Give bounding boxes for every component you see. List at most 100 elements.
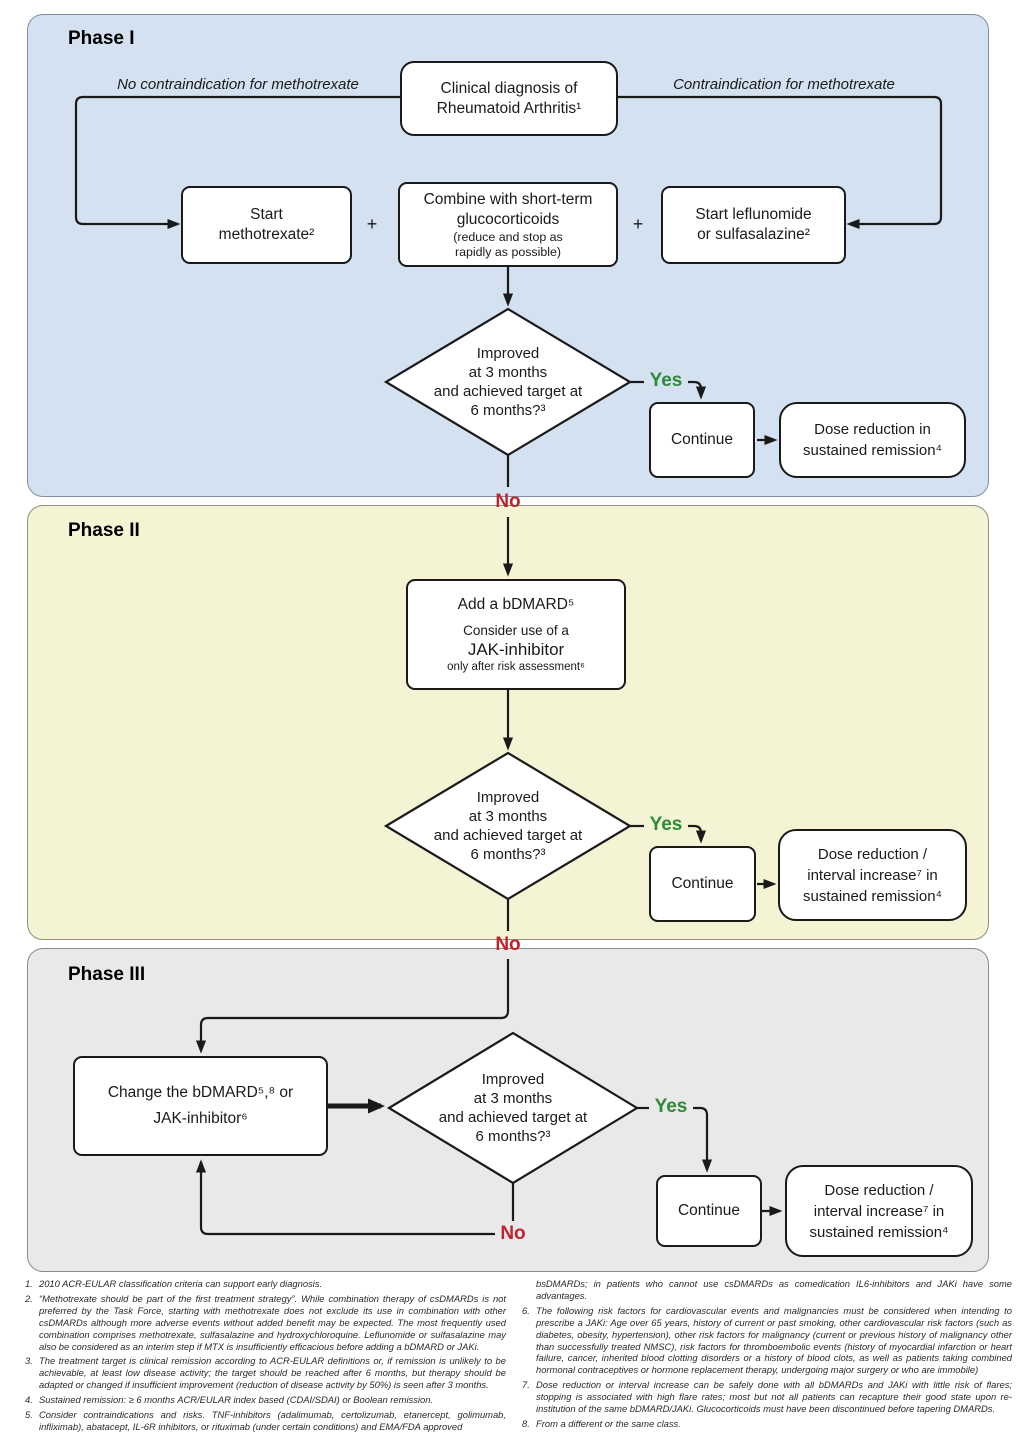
box-line: Continue — [677, 1202, 741, 1219]
decision-line: and achieved target at — [438, 1109, 588, 1126]
decision3-text: Improved at 3 months and achieved target… — [398, 1070, 628, 1146]
yes-label-phase3: Yes — [654, 1096, 688, 1117]
clinical-diagnosis-box: Clinical diagnosis of Rheumatoid Arthrit… — [400, 61, 618, 136]
decision-line: at 3 months — [468, 364, 548, 381]
dose-reduction-box-phase1: Dose reduction in sustained remission⁴ — [779, 402, 966, 478]
decision-line: at 3 months — [468, 808, 548, 825]
footnote-number: 2. — [25, 1292, 33, 1304]
phase2-title: Phase II — [68, 520, 140, 541]
start-leflunomide-box: Start leflunomide or sulfasalazine² — [661, 186, 846, 264]
footnote-4: 4. Sustained remission: ≥ 6 months ACR/E… — [25, 1394, 506, 1406]
continue-box-phase1: Continue — [649, 402, 755, 478]
box-line: Continue — [671, 875, 734, 892]
continue-box-phase2: Continue — [649, 846, 756, 922]
combine-glucocorticoids-box: Combine with short-term glucocorticoids … — [398, 182, 618, 267]
no-label-phase3: No — [495, 1222, 531, 1246]
decision-line: 6 months?³ — [470, 846, 546, 863]
decision-diamond-phase2 — [383, 751, 633, 901]
footnote-text: Consider contraindications and risks. TN… — [39, 1409, 506, 1432]
footnote-number: 6. — [522, 1304, 530, 1316]
decision-line: 6 months?³ — [470, 402, 546, 419]
no-label-phase2: No — [495, 934, 521, 955]
footnote-text: Dose reduction or interval increase can … — [536, 1379, 1012, 1415]
continue-box-phase3: Continue — [656, 1175, 762, 1247]
box-line: Dose reduction / — [824, 1181, 934, 1199]
plus-sign: + — [366, 214, 378, 234]
arrow-no3-loop-to-change — [195, 1159, 496, 1236]
decision-line: at 3 months — [473, 1090, 553, 1107]
decision-line: and achieved target at — [433, 827, 583, 844]
box-line: interval increase⁷ in — [807, 866, 938, 884]
decision-diamond-phase1 — [383, 307, 633, 457]
arrow-yes3-to-continue — [693, 1106, 713, 1173]
box-line: or sulfasalazine² — [697, 226, 810, 243]
box-line: Start leflunomide — [695, 206, 812, 223]
yes-label-phase2: Yes — [649, 814, 683, 835]
box-line: only after risk assessment⁶ — [447, 661, 585, 673]
footnote-8: 8. From a different or the same class. — [522, 1418, 1012, 1430]
footnote-5: 5. Consider contraindications and risks.… — [25, 1409, 506, 1433]
arrow-right-elbow — [618, 95, 943, 230]
footnote-5-continued: bsDMARDs; in patients who cannot use csD… — [522, 1278, 1012, 1302]
box-line: Dose reduction / — [817, 845, 928, 863]
box-line: Start — [250, 206, 283, 223]
box-line: Clinical diagnosis of — [440, 79, 578, 97]
contraindication-label: Contraindication for methotrexate — [673, 76, 895, 93]
footnotes: 1. 2010 ACR-EULAR classification criteri… — [25, 1278, 1012, 1436]
arrow-no2-to-change — [195, 959, 510, 1054]
footnote-7: 7. Dose reduction or interval increase c… — [522, 1379, 1012, 1415]
footnote-text: Sustained remission: ≥ 6 months ACR/EULA… — [39, 1394, 434, 1406]
footnote-number: 5. — [25, 1409, 33, 1421]
phase1-title: Phase I — [68, 28, 135, 49]
add-bdmard-box: Add a bDMARD⁵ Consider use of a JAK-inhi… — [406, 579, 626, 690]
box-line: Combine with short-term — [423, 190, 593, 208]
phase3-title: Phase III — [68, 964, 146, 985]
box-line: glucocorticoids — [456, 210, 560, 228]
box-line: interval increase⁷ in — [813, 1202, 945, 1220]
change-bdmard-box: Change the bDMARD⁵,⁸ or JAK-inhibitor⁶ — [73, 1056, 328, 1156]
footnotes-right-column: bsDMARDs; in patients who cannot use csD… — [522, 1278, 1012, 1436]
box-line: Add a bDMARD⁵ — [457, 596, 575, 613]
box-line: JAK-inhibitor⁶ — [153, 1110, 248, 1127]
box-line: sustained remission⁴ — [802, 887, 942, 905]
footnote-text: “Methotrexate should be part of the firs… — [39, 1292, 506, 1352]
footnote-3: 3. The treatment target is clinical remi… — [25, 1355, 506, 1391]
decision-line: Improved — [481, 1071, 545, 1088]
footnote-text: From a different or the same class. — [536, 1417, 681, 1429]
arrow-yes2-to-continue — [688, 824, 707, 844]
dose-reduction-box-phase3: Dose reduction / interval increase⁷ in s… — [785, 1165, 973, 1257]
plus-sign: + — [632, 214, 644, 234]
box-line: Continue — [670, 431, 734, 448]
footnote-text: 2010 ACR-EULAR classification criteria c… — [39, 1278, 323, 1289]
decision-line: Improved — [476, 789, 540, 806]
decision-diamond-phase3 — [386, 1031, 640, 1185]
decision-line: Improved — [476, 345, 540, 362]
footnote-2: 2. “Methotrexate should be part of the f… — [25, 1293, 506, 1353]
decision2-text: Improved at 3 months and achieved target… — [393, 788, 623, 864]
box-line: sustained remission⁴ — [809, 1223, 949, 1241]
footnote-number: 7. — [522, 1379, 530, 1391]
box-line: methotrexate² — [218, 226, 315, 243]
box-line: Dose reduction in — [814, 421, 931, 438]
footnote-number: 4. — [25, 1394, 33, 1406]
start-methotrexate-box: Start methotrexate² — [181, 186, 352, 264]
decision-line: 6 months?³ — [475, 1128, 551, 1145]
box-line: rapidly as possible) — [454, 244, 562, 259]
box-line: sustained remission⁴ — [802, 442, 942, 459]
footnote-1: 1. 2010 ACR-EULAR classification criteri… — [25, 1278, 506, 1290]
footnote-number: 8. — [522, 1417, 530, 1429]
footnote-text: The following risk factors for cardiovas… — [536, 1304, 1012, 1376]
footnote-number: 3. — [25, 1355, 33, 1367]
box-line: Change the bDMARD⁵,⁸ or — [107, 1084, 294, 1101]
arrow-left-elbow — [74, 95, 400, 230]
footnote-text: The treatment target is clinical remissi… — [39, 1355, 506, 1391]
decision1-text: Improved at 3 months and achieved target… — [393, 344, 623, 420]
box-line: Rheumatoid Arthritis¹ — [436, 99, 582, 117]
decision-line: and achieved target at — [433, 383, 583, 400]
box-line: Consider use of a — [463, 623, 569, 638]
footnote-text: bsDMARDs; in patients who cannot use csD… — [536, 1278, 1012, 1301]
yes-label-phase1: Yes — [649, 370, 683, 391]
footnote-6: 6. The following risk factors for cardio… — [522, 1305, 1012, 1376]
